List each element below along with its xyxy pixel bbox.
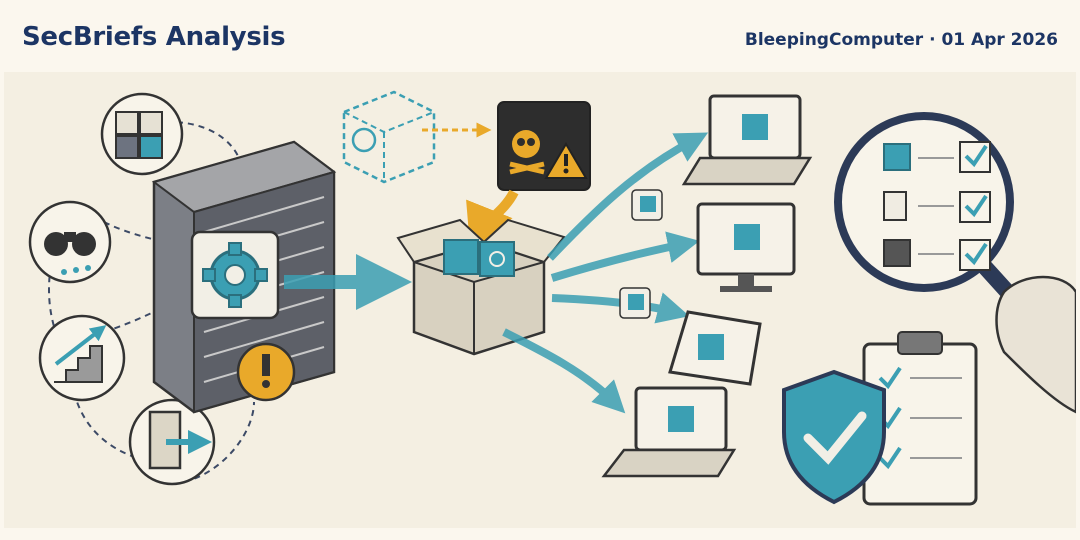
source-date-line: BleepingComputer · 01 Apr 2026: [745, 30, 1058, 50]
laptop-icon: [601, 386, 737, 478]
tablet-icon: [668, 310, 762, 386]
brand-title: SecBriefs Analysis: [22, 22, 286, 52]
source-name: BleepingComputer: [744, 30, 924, 50]
checklist-icon: [883, 141, 991, 271]
hand-icon: [995, 275, 1076, 414]
exclamation-icon: [236, 342, 296, 402]
laptop-icon: [681, 94, 813, 186]
warning-triangle-icon: [544, 142, 588, 179]
puzzle-icon: [100, 92, 184, 176]
magnifier-icon: [834, 112, 1030, 316]
gear-icon: [190, 230, 280, 320]
monitor-icon: [696, 202, 796, 292]
door-exit-icon: [128, 398, 216, 486]
supply-chain-illustration: [28, 90, 1076, 506]
malicious-package-icon: [497, 101, 591, 191]
separator: ·: [929, 30, 936, 50]
publish-date: 01 Apr 2026: [941, 30, 1058, 50]
stairs-arrow-icon: [38, 314, 126, 402]
illustration-panel: [4, 72, 1076, 528]
open-box-icon: [396, 218, 566, 356]
skull-icon: [509, 130, 545, 175]
page-header: SecBriefs Analysis BleepingComputer · 01…: [0, 0, 1080, 72]
clipboard-icon: [862, 331, 978, 506]
package-outline-icon: [342, 90, 436, 184]
binoculars-icon: [28, 200, 112, 284]
shield-check-icon: [782, 369, 886, 505]
